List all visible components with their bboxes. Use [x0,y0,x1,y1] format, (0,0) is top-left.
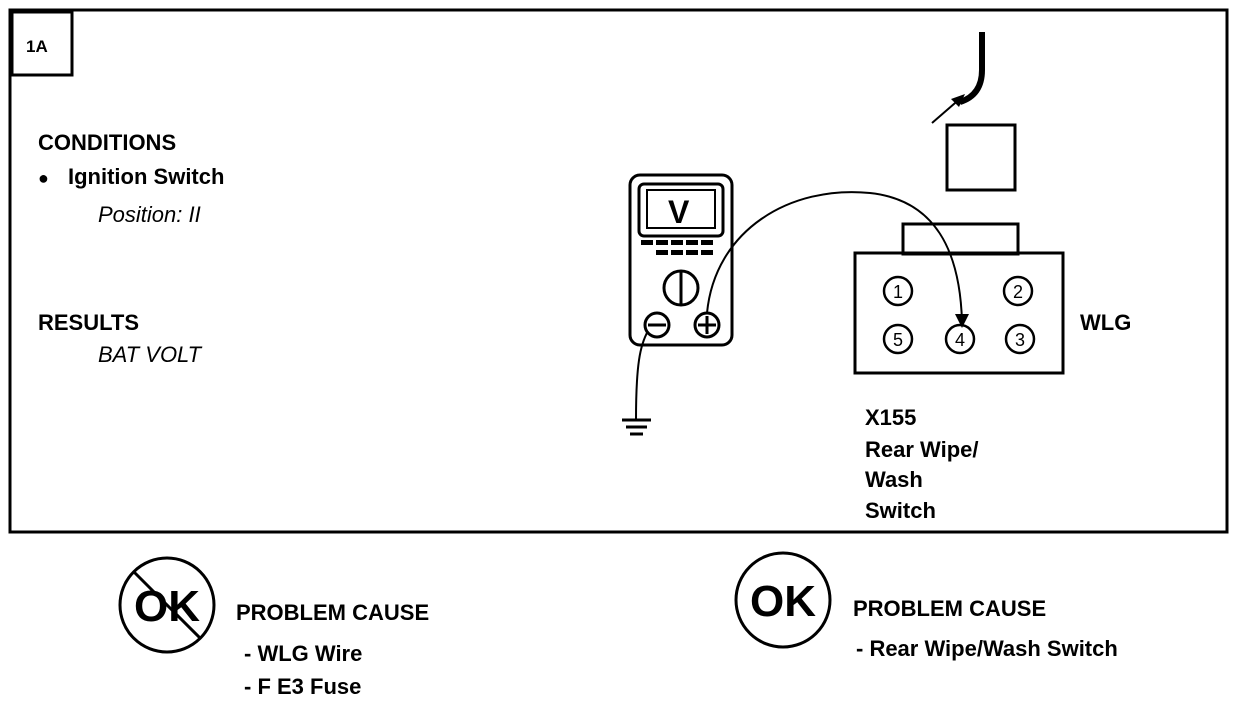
pin-2: 2 [1002,275,1034,307]
pin-2-label: 2 [1013,282,1023,302]
conditions-detail: Position: II [98,202,201,227]
ok-badge: OK [734,551,832,649]
pin-1-label: 1 [893,282,903,302]
multimeter-selector-dial [662,269,700,307]
step-label: 1A [26,37,48,56]
not-ok-cause-1: - WLG Wire [244,641,362,666]
ok-problem-heading: PROBLEM CAUSE [853,596,1046,621]
connector-name-line-2: Rear Wipe/ [865,437,979,462]
pin-5-label: 5 [893,330,903,350]
ground-symbol-icon [622,418,651,436]
positive-probe-lead [706,191,963,323]
multimeter-body [628,173,734,347]
probe-arrow-icon [955,314,969,328]
not-ok-badge: OK [118,556,216,654]
multimeter-positive-jack [693,311,721,339]
step-label-box [10,10,74,77]
multimeter-screen-bezel [637,182,725,238]
multimeter: V [628,173,734,347]
ok-badge-text: OK [750,577,816,626]
connector-name-line-4: Switch [865,498,936,523]
test-panel-frame [8,8,1229,534]
pin-4: 4 [944,323,976,355]
conditions-heading: CONDITIONS [38,130,176,155]
multimeter-negative-jack [643,311,671,339]
multimeter-screen [646,189,716,229]
harness-wire [958,32,985,105]
pin-5: 5 [882,323,914,355]
ground-lead [635,330,649,421]
not-ok-slash-icon [132,570,202,640]
connector-name-line-3: Wash [865,467,923,492]
results-value: BAT VOLT [98,342,203,367]
multimeter-button-row [641,240,713,255]
connector-body [853,251,1065,375]
ok-cause-1: - Rear Wipe/Wash Switch [856,636,1118,661]
conditions-item: Ignition Switch [68,164,224,189]
results-heading: RESULTS [38,310,139,335]
not-ok-cause-2: - F E3 Fuse [244,674,361,699]
mating-connector [945,123,1017,192]
pin-3: 3 [1004,323,1036,355]
connector-latch [901,222,1020,256]
pin-4-label: 4 [955,330,965,350]
multimeter-display: V [668,194,690,230]
pin-1: 1 [882,275,914,307]
wire-color-label: WLG [1080,310,1131,335]
not-ok-problem-heading: PROBLEM CAUSE [236,600,429,625]
pin-3-label: 3 [1015,330,1025,350]
conditions-bullet: ● [38,168,49,188]
connector-name-line-1: X155 [865,405,916,430]
